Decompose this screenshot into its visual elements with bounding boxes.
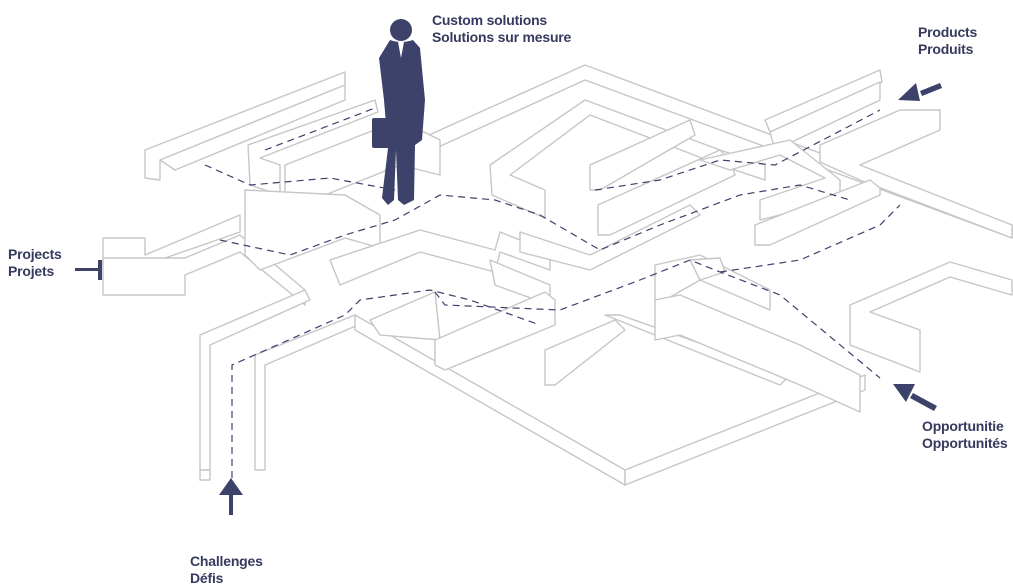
label-line: Produits [918,41,974,57]
label-products: Products Produits [918,24,977,58]
label-projects: Projects Projets [8,246,62,280]
maze-wall [764,69,883,133]
maze-wall [624,374,866,486]
label-line: Challenges [190,553,263,569]
maze-wall [519,204,701,271]
route-path [204,164,396,191]
route-path [231,289,541,490]
maze-wall [544,319,626,386]
maze-wall [199,469,211,481]
maze-walls [102,64,1013,486]
arrow-icon [898,83,942,101]
arrow-icon [893,384,937,411]
label-line: Solutions sur mesure [432,29,572,45]
maze-wall [434,291,556,371]
maze-wall [159,84,346,171]
label-line: Opportunitie [922,418,1004,434]
route-path [219,184,851,256]
maze-wall [254,314,366,471]
maze-wall [699,139,841,221]
route-path [434,259,881,379]
dashed-route [204,107,901,490]
label-line: Opportunités [922,435,1008,451]
route-path [264,107,376,151]
maze-wall [244,189,381,271]
maze-wall [754,179,881,246]
maze-wall [597,149,736,236]
label-line: Custom solutions [432,12,548,28]
label-line: Projets [8,263,55,279]
label-line: Products [918,24,978,40]
maze-wall [819,109,1013,239]
label-opportunities: Opportunitie Opportunités [922,418,1008,452]
route-path [719,204,901,273]
maze-wall [589,119,696,191]
maze-wall [849,261,1013,373]
arrow-icon [219,478,243,515]
label-challenges: Challenges Défis [190,553,263,587]
maze-wall [369,291,441,341]
label-custom-solutions: Custom solutions Solutions sur mesure [432,12,571,46]
label-line: Défis [190,570,224,586]
businessman-with-briefcase-icon [372,19,425,205]
maze-wall [654,294,861,413]
maze-wall [247,99,379,196]
label-line: Projects [8,246,62,262]
arrow-icon [75,260,102,280]
